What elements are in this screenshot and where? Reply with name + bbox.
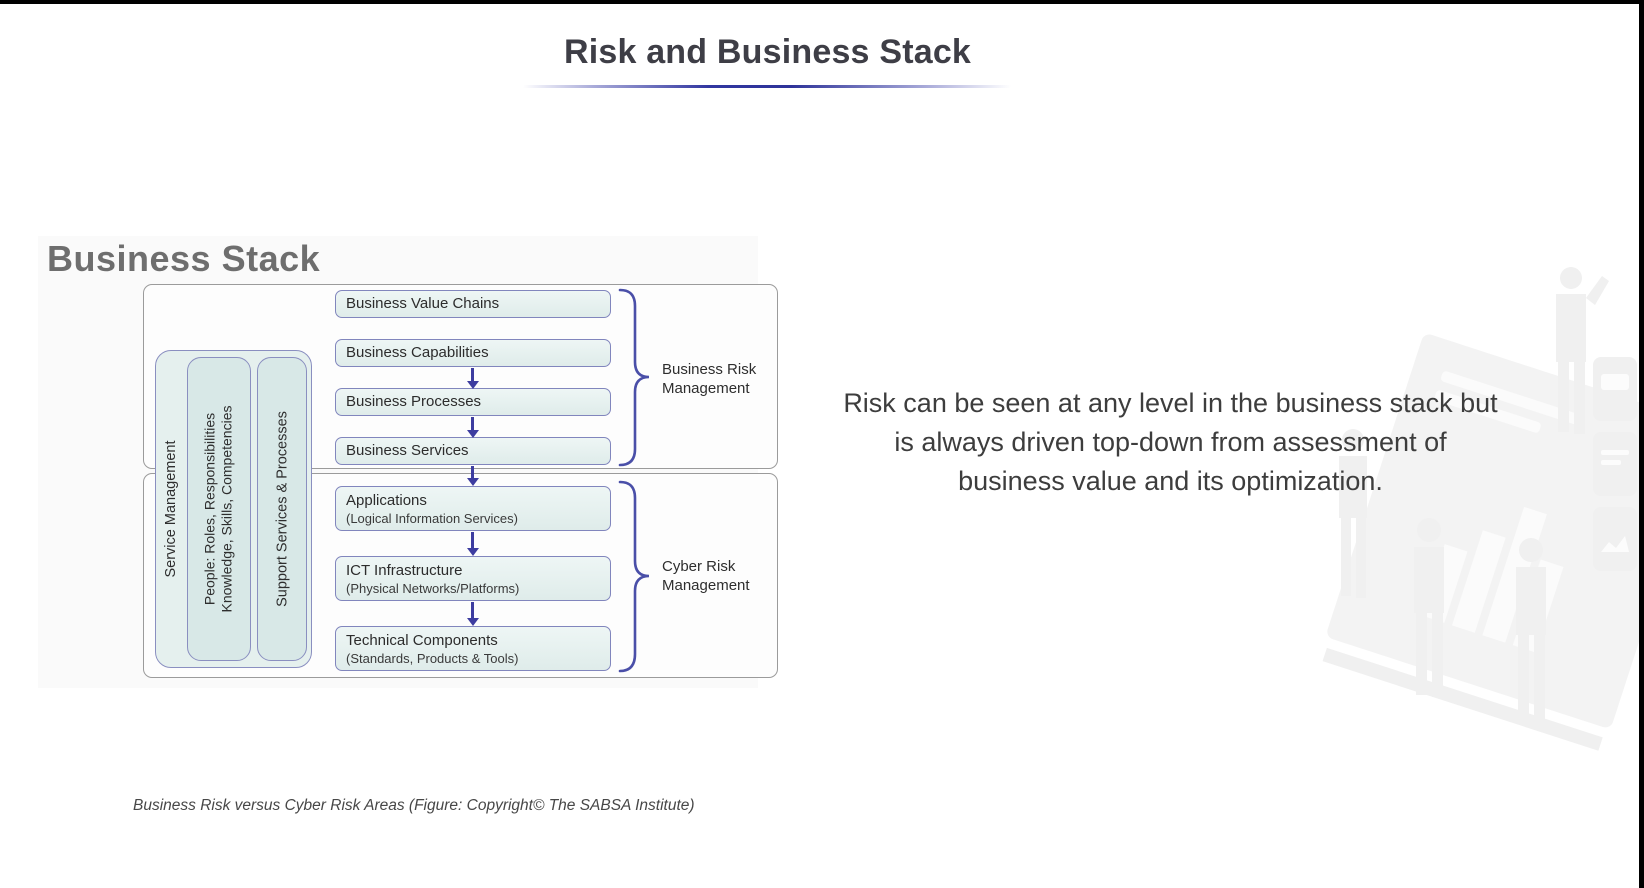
- figure-caption: Business Risk versus Cyber Risk Areas (F…: [133, 797, 695, 814]
- stack-box-business-processes: Business Processes: [335, 388, 611, 416]
- business-risk-management-label: Business Risk Management: [662, 361, 757, 397]
- service-management-label: Service Management: [163, 440, 179, 578]
- stack-box-ict-infrastructure: ICT Infrastructure (Physical Networks/Pl…: [335, 556, 611, 601]
- support-services-bar: [257, 357, 307, 661]
- people-bar-label: People: Roles, Responsibilities Knowledg…: [189, 357, 251, 662]
- stack-box-label: Business Processes: [346, 393, 482, 410]
- figure-heading: Business Stack: [47, 238, 321, 279]
- support-bar-label: Support Services & Processes: [274, 411, 291, 607]
- stack-box-technical-components: Technical Components (Standards, Product…: [335, 626, 611, 671]
- top-frame-bar: [0, 0, 1644, 4]
- people-bar-label-line2: Knowledge, Skills, Competencies: [218, 405, 235, 613]
- cyber-risk-brace-icon: [618, 480, 650, 673]
- stack-box-applications: Applications (Logical Information Servic…: [335, 486, 611, 531]
- stack-box-business-value-chains: Business Value Chains: [335, 290, 611, 318]
- stack-box-sublabel: (Physical Networks/Platforms): [346, 581, 520, 596]
- cyber-risk-management-label: Cyber Risk Management: [662, 558, 750, 594]
- stack-box-label: Business Capabilities: [346, 344, 489, 361]
- stack-box-sublabel: (Standards, Products & Tools): [346, 651, 519, 666]
- stack-box-label: ICT Infrastructure: [346, 562, 463, 579]
- people-bar: [187, 357, 251, 661]
- stack-box-sublabel: (Logical Information Services): [346, 511, 518, 526]
- stack-box-label: Applications: [346, 492, 427, 509]
- business-risk-brace-icon: [618, 288, 650, 467]
- right-frame-bar: [1639, 0, 1644, 888]
- stack-box-label: Technical Components: [346, 632, 498, 649]
- stack-box-business-services: Business Services: [335, 437, 611, 465]
- stack-box-label: Business Value Chains: [346, 295, 500, 312]
- flow-arrow-down-icon: [466, 417, 479, 438]
- stack-box-label: Business Services: [346, 442, 469, 459]
- flow-arrow-down-icon: [466, 368, 479, 389]
- background-watermark-illustration: [1322, 267, 1639, 751]
- flow-arrow-down-icon: [466, 466, 479, 486]
- flow-arrow-down-icon: [466, 532, 479, 556]
- slide-body-text: Risk can be seen at any level in the bus…: [843, 388, 1498, 496]
- people-bar-label-line1: People: Roles, Responsibilities: [201, 412, 218, 606]
- title-underline: [523, 85, 1011, 88]
- slide-title: Risk and Business Stack: [563, 33, 972, 71]
- stack-box-business-capabilities: Business Capabilities: [335, 339, 611, 367]
- flow-arrow-down-icon: [466, 602, 479, 626]
